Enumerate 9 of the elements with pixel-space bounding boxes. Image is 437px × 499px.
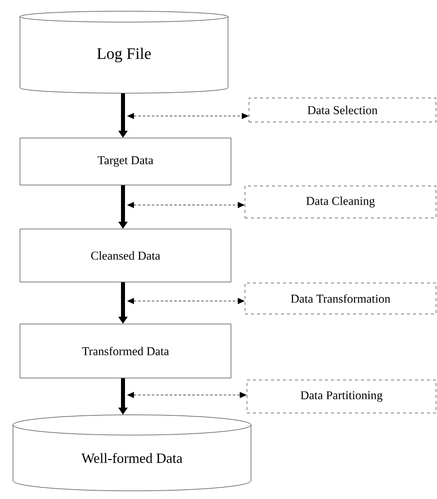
database-cylinder: Well-formed Data [12,414,252,492]
process-box: Target Data [20,138,232,186]
process-box: Transformed Data [20,324,232,378]
step-box: Data Partitioning [246,380,436,414]
database-cylinder: Log File [20,10,228,94]
step-box: Data Selection [248,98,436,122]
step-box: Data Transformation [244,282,436,314]
step-box: Data Cleaning [244,186,436,218]
process-box: Cleansed Data [20,228,232,282]
